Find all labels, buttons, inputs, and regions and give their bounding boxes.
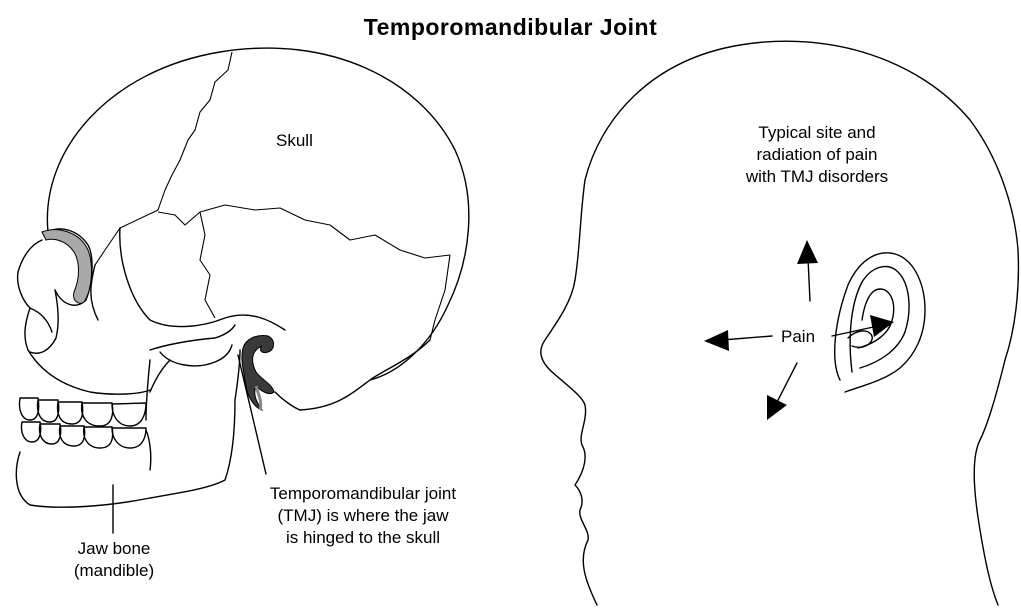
cranium-outline (47, 48, 468, 410)
arrow-head-left (704, 330, 729, 351)
tmj-label-line-1: Temporomandibular joint (247, 483, 479, 505)
jaw-bone-label: Jaw bone (mandible) (56, 538, 172, 582)
skull-label: Skull (276, 130, 313, 152)
jaw-bone-label-line-1: Jaw bone (56, 538, 172, 560)
pain-site-label-line-1: Typical site and (712, 122, 922, 144)
tmj-label: Temporomandibular joint (TMJ) is where t… (247, 483, 479, 549)
coronal-suture (95, 52, 232, 265)
tmj-label-line-3: is hinged to the skull (247, 527, 479, 549)
arrow-head-down (767, 395, 787, 420)
pain-arrow-left (722, 336, 772, 340)
pain-arrow-up (808, 258, 810, 301)
pain-site-label: Typical site and radiation of pain with … (712, 122, 922, 188)
arrow-head-up (797, 240, 818, 264)
pain-arrow-down (776, 363, 797, 404)
tmj-joint (242, 336, 274, 411)
jaw-bone-label-line-2: (mandible) (56, 560, 172, 582)
skull-illustration (16, 48, 469, 533)
pain-site-label-line-3: with TMJ disorders (712, 166, 922, 188)
pain-label: Pain (779, 326, 817, 348)
pain-site-label-line-2: radiation of pain (712, 144, 922, 166)
tmj-label-line-2: (TMJ) is where the jaw (247, 505, 479, 527)
